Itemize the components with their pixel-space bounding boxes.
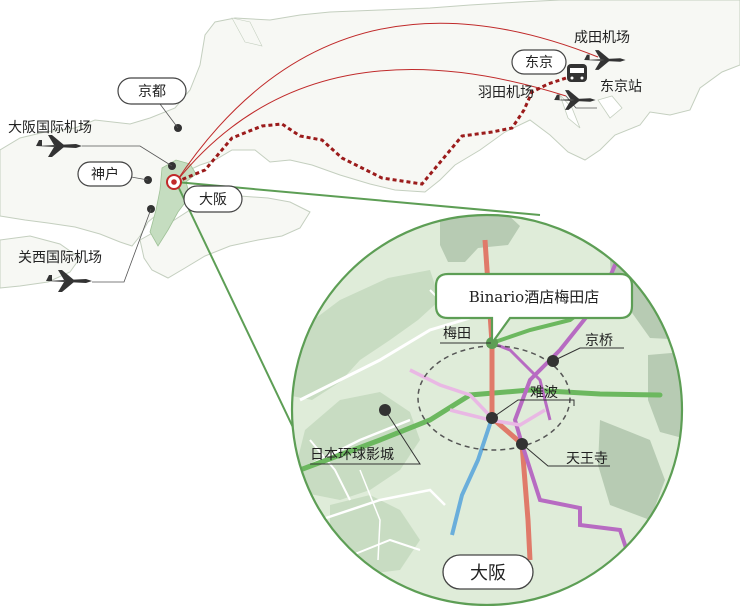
inset-connector-top bbox=[175, 181, 541, 216]
route-haneda bbox=[175, 69, 567, 183]
svg-text:Binario酒店梅田店: Binario酒店梅田店 bbox=[469, 288, 599, 306]
train-icon bbox=[567, 64, 587, 82]
route-narita bbox=[175, 22, 599, 183]
svg-text:大阪: 大阪 bbox=[199, 192, 227, 208]
central-loop bbox=[417, 345, 571, 451]
label-tokyo-station: 东京站 bbox=[600, 79, 642, 95]
label-haneda: 羽田机场 bbox=[478, 85, 534, 101]
rail-line-blue bbox=[450, 417, 494, 536]
label-osaka: 大阪 bbox=[183, 185, 243, 213]
label-tokyo: 东京 bbox=[511, 49, 567, 75]
label-usj: 日本环球影城 bbox=[310, 447, 394, 463]
label-itami: 大阪国际机场 bbox=[8, 120, 92, 136]
rail-line-pink-2 bbox=[449, 408, 546, 427]
label-narita: 成田机场 bbox=[574, 30, 630, 46]
svg-text:大阪: 大阪 bbox=[470, 563, 506, 584]
label-namba: 难波 bbox=[530, 385, 558, 401]
label-kansai: 关西国际机场 bbox=[18, 250, 102, 266]
inset-title: 大阪 bbox=[442, 554, 534, 590]
label-kobe: 神户 bbox=[77, 161, 133, 187]
svg-text:京都: 京都 bbox=[138, 84, 166, 100]
hotel-callout: Binario酒店梅田店 bbox=[434, 272, 634, 347]
label-kyoto: 京都 bbox=[117, 77, 187, 105]
shinkansen-line bbox=[175, 76, 567, 186]
osaka-marker bbox=[166, 174, 182, 190]
svg-text:神户: 神户 bbox=[91, 166, 119, 183]
label-kyobashi: 京桥 bbox=[585, 333, 613, 349]
label-tennoji: 天王寺 bbox=[566, 451, 608, 467]
svg-text:东京: 东京 bbox=[525, 55, 553, 71]
osaka-area bbox=[149, 159, 197, 247]
label-umeda: 梅田 bbox=[443, 326, 471, 342]
rail-line-pink bbox=[409, 368, 494, 420]
rail-line-red bbox=[482, 239, 533, 561]
inset-map: Binario酒店梅田店 梅田 京桥 难波 天王寺 日本环球影城 大阪 bbox=[290, 213, 684, 606]
